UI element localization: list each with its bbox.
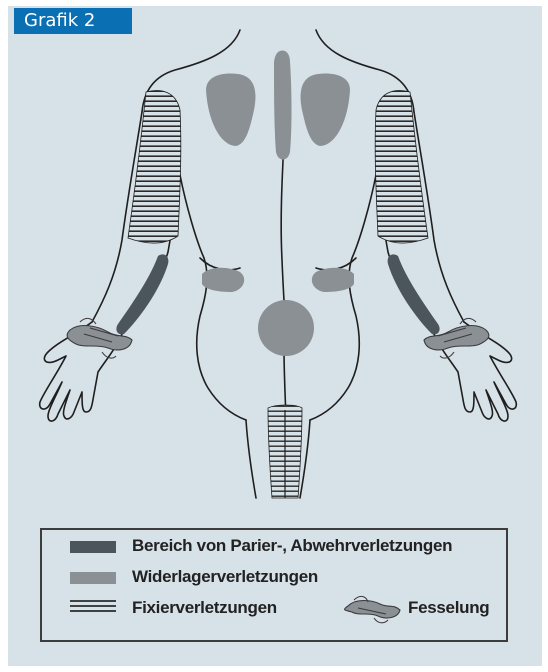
legend-label-widerlager: Widerlagerverletzungen	[132, 567, 318, 587]
swatch-hatch	[70, 601, 116, 611]
rope-icon	[345, 596, 400, 622]
swatch-gray	[70, 572, 116, 584]
legend-label-fesselung: Fesselung	[408, 598, 489, 618]
legend-label-fixier: Fixierverletzungen	[132, 598, 277, 618]
legend-box: Bereich von Parier-, Abwehrverletzungen …	[40, 528, 508, 642]
legend-label-parier: Bereich von Parier-, Abwehrverletzungen	[132, 536, 452, 556]
gray-regions	[202, 50, 354, 356]
swatch-dark	[70, 541, 116, 553]
